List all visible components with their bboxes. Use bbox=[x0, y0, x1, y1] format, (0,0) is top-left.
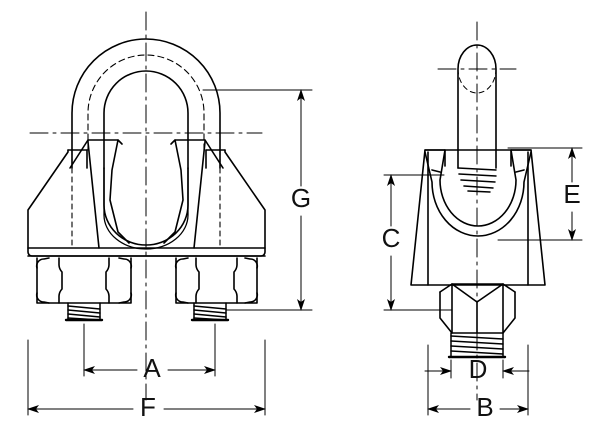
hex-nut-right-front bbox=[174, 257, 259, 322]
u-bolt-rod-hidden-cap bbox=[457, 68, 497, 94]
dimension-F bbox=[27, 339, 266, 416]
saddle-rib-left bbox=[87, 139, 100, 249]
saddle-cradle-outer bbox=[424, 151, 532, 237]
u-bolt-front bbox=[71, 38, 221, 250]
u-bolt-inner-bore-bottom-2 bbox=[103, 167, 189, 250]
u-bolt-inner-profile bbox=[103, 70, 189, 169]
dimension-B bbox=[427, 344, 529, 416]
thread-left bbox=[64, 302, 104, 322]
u-bolt-inner-bore-bottom bbox=[103, 167, 189, 246]
dimension-G bbox=[202, 89, 313, 311]
nut-left-body bbox=[36, 257, 132, 304]
dimension-label-F: F bbox=[140, 392, 156, 422]
nut-left-facet-left bbox=[58, 257, 63, 304]
nut-side-top-chamfer bbox=[439, 283, 516, 293]
u-bolt-outer-profile bbox=[71, 38, 221, 169]
dimension-label-E: E bbox=[563, 179, 580, 209]
front-view-centerlines bbox=[29, 11, 263, 401]
dimension-labels: A F G C E D B bbox=[140, 179, 581, 422]
dimension-label-D: D bbox=[469, 354, 488, 384]
nut-left-chamfer-tr bbox=[118, 257, 133, 269]
hex-nut-side bbox=[439, 283, 516, 359]
dimension-label-G: G bbox=[291, 183, 311, 213]
nut-left-chamfer-bl bbox=[35, 292, 50, 304]
dimension-D bbox=[424, 359, 530, 379]
saddle-cradle-link-left bbox=[431, 169, 441, 173]
thread-side bbox=[447, 332, 507, 359]
u-bolt-rod-profile bbox=[457, 44, 497, 169]
u-bolt-leg-side bbox=[457, 44, 497, 193]
nut-right-chamfer-br bbox=[244, 292, 259, 304]
saddle-crown-left bbox=[69, 139, 123, 169]
nut-right-chamfer-tl bbox=[174, 257, 189, 269]
saddle-body-front bbox=[27, 139, 266, 257]
nut-right-facet-right bbox=[233, 257, 238, 304]
nut-left-chamfer-br bbox=[118, 292, 133, 304]
front-view bbox=[27, 11, 313, 416]
saddle-slot-right-wall bbox=[163, 139, 184, 244]
saddle-body-side bbox=[410, 149, 546, 286]
dimension-C bbox=[383, 174, 453, 311]
nut-right-chamfer-bl bbox=[174, 292, 189, 304]
saddle-rib-right bbox=[193, 139, 206, 249]
thread-right bbox=[190, 302, 230, 322]
nut-left-facet-right bbox=[105, 257, 110, 304]
side-view bbox=[383, 21, 583, 416]
saddle-outline bbox=[27, 149, 266, 249]
saddle-slot-left-wall bbox=[109, 139, 130, 244]
saddle-side-outline bbox=[410, 149, 546, 286]
nut-right-chamfer-tr bbox=[244, 257, 259, 269]
dimension-label-A: A bbox=[143, 353, 161, 383]
dimension-label-B: B bbox=[476, 392, 493, 422]
dimension-E bbox=[497, 147, 583, 241]
saddle-cradle-link-right bbox=[515, 169, 525, 173]
saddle-crown-right bbox=[170, 139, 224, 169]
dimension-A bbox=[83, 323, 216, 377]
hex-nut-left-front bbox=[35, 257, 133, 322]
u-bolt-thread-side bbox=[457, 167, 497, 193]
dimension-label-C: C bbox=[382, 223, 401, 253]
nut-right-facet-left bbox=[195, 257, 200, 304]
saddle-cradle-inner bbox=[439, 149, 517, 227]
nut-right-body bbox=[175, 257, 258, 304]
nut-left-chamfer-tl bbox=[35, 257, 50, 269]
